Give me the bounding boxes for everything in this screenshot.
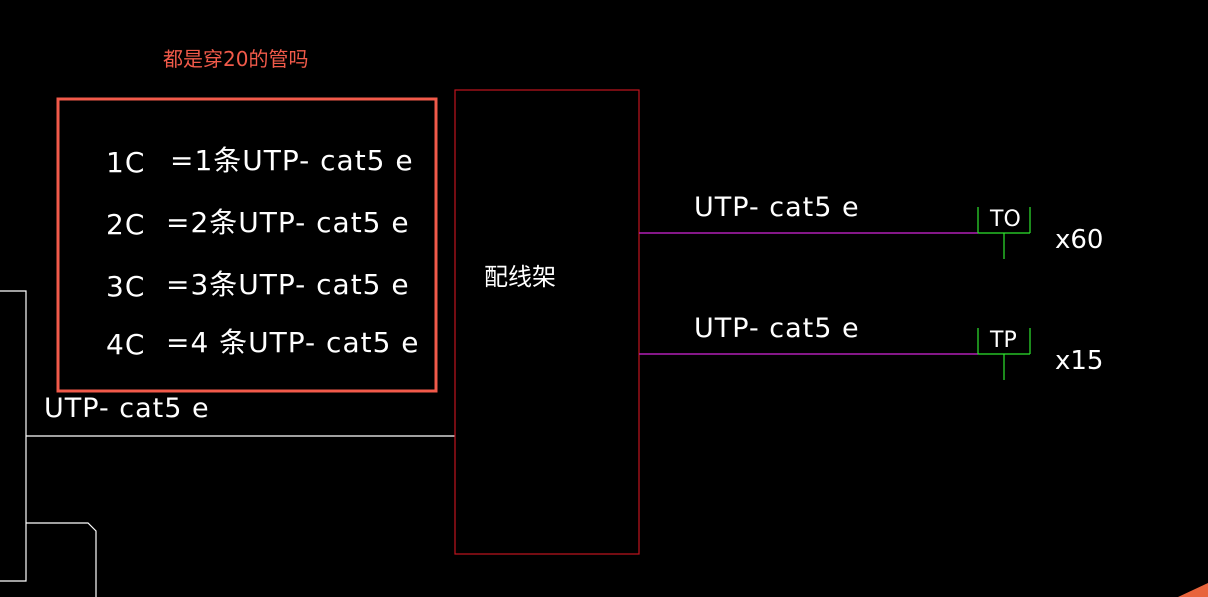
legend-equals: =1条UTP- cat5 e bbox=[170, 144, 414, 177]
outlet-label: TO bbox=[989, 207, 1021, 232]
annotation-text: 都是穿20的管吗 bbox=[163, 47, 308, 71]
legend: 1C =1条UTP- cat5 e 2C =2条UTP- cat5 e 3C =… bbox=[106, 144, 420, 361]
patch-panel-label: 配线架 bbox=[484, 263, 556, 291]
output-to: UTP- cat5 e TO x60 bbox=[639, 192, 1103, 259]
corner-marker bbox=[1178, 583, 1208, 597]
output-cable-label: UTP- cat5 e bbox=[694, 192, 860, 223]
patch-panel bbox=[454, 89, 640, 555]
outlet-symbol bbox=[977, 328, 1031, 380]
outlet-symbol bbox=[977, 207, 1031, 259]
legend-equals: =3条UTP- cat5 e bbox=[166, 268, 410, 301]
outlet-label: TP bbox=[989, 328, 1017, 353]
legend-equals: =2条UTP- cat5 e bbox=[166, 206, 410, 239]
annotation-box bbox=[56, 97, 438, 393]
output-tp: UTP- cat5 e TP x15 bbox=[639, 313, 1103, 380]
left-outline bbox=[0, 290, 455, 597]
legend-code: 1C bbox=[106, 146, 145, 179]
outlet-count: x15 bbox=[1055, 346, 1103, 376]
incoming-cable-label: UTP- cat5 e bbox=[44, 393, 210, 424]
legend-code: 2C bbox=[106, 208, 145, 241]
output-cable-label: UTP- cat5 e bbox=[694, 313, 860, 344]
legend-code: 3C bbox=[106, 270, 145, 303]
legend-equals: =4 条UTP- cat5 e bbox=[166, 326, 420, 359]
legend-code: 4C bbox=[106, 328, 145, 361]
outlet-count: x60 bbox=[1055, 225, 1103, 255]
